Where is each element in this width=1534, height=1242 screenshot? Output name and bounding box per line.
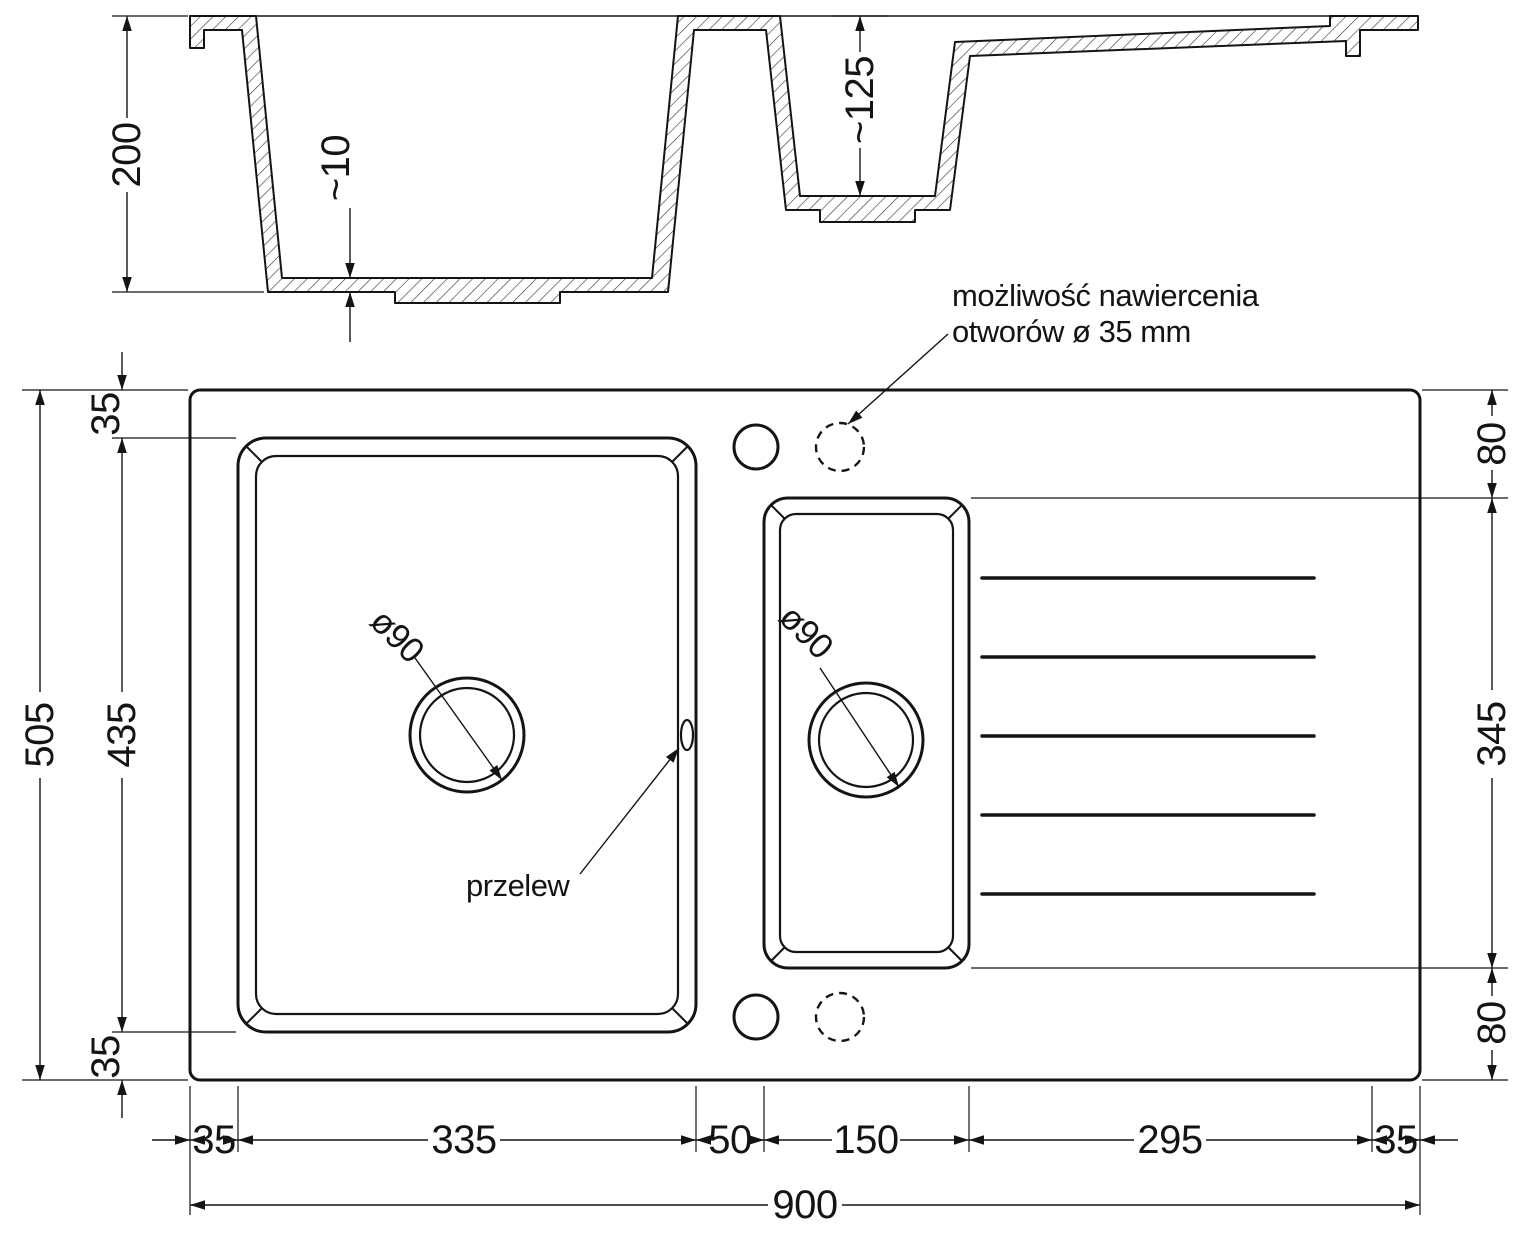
overflow-label: przelew — [466, 868, 570, 903]
main-bowl-outer-rim — [236, 436, 698, 1034]
optional-tap-hole-bottom — [814, 991, 866, 1043]
plan-dimensions-right: 80 345 80 — [971, 389, 1514, 1081]
dim-small-bowl-depth-label: ~125 — [838, 56, 882, 144]
dim-main-bowl-label: 335 — [431, 1118, 496, 1162]
small-bowl-outer-rim — [762, 496, 971, 970]
arrowhead — [1487, 498, 1497, 513]
tap-holes — [732, 421, 866, 1043]
arrowhead — [1487, 1065, 1497, 1080]
small-drain-outer — [807, 681, 925, 799]
tap-hole-bottom — [732, 993, 780, 1041]
arrowhead — [117, 375, 127, 390]
dim-total-height-label: 505 — [18, 702, 62, 767]
dim-bowl-length-label: 435 — [100, 702, 144, 767]
corner-tick — [671, 445, 689, 463]
dim-divider-label: 50 — [708, 1118, 752, 1162]
main-bowl-inner-edge — [254, 454, 680, 1016]
dim-small-bowl-label: 150 — [833, 1118, 898, 1162]
small-bowl-inner-edge — [778, 512, 955, 954]
arrowhead — [1487, 953, 1497, 968]
corner-tick — [947, 946, 963, 962]
small-drain-diameter: ø90 — [771, 597, 903, 790]
arrowhead — [117, 438, 127, 453]
small-bowl — [762, 496, 971, 970]
dim-overall-depth-label: 200 — [105, 122, 149, 187]
dim-left-margin-label: 35 — [192, 1118, 236, 1162]
arrowhead — [681, 1135, 696, 1145]
arrowhead — [190, 1200, 205, 1210]
drainer-grooves — [980, 576, 1316, 896]
plan-dimensions-left: 505 35 435 35 — [18, 352, 236, 1118]
cross-section-view — [189, 15, 1419, 304]
section-dimensions: 200 ~10 ~125 — [105, 15, 888, 342]
drill-note-leader — [847, 333, 949, 425]
drill-note-line2: otworów ø 35 mm — [952, 314, 1191, 349]
dim-top-margin-label: 35 — [84, 392, 128, 436]
arrowhead — [1405, 1200, 1420, 1210]
dim-top-offset-label: 80 — [1470, 422, 1514, 466]
overflow-slot — [679, 718, 695, 752]
corner-tick — [770, 946, 786, 962]
arrowhead — [122, 16, 132, 31]
arrowhead — [35, 390, 45, 405]
arrowhead — [122, 277, 132, 292]
main-drain-outer — [408, 676, 526, 794]
plan-dimensions-bottom: 35 335 50 150 295 35 900 — [152, 1086, 1458, 1227]
arrowhead — [345, 292, 355, 307]
dim-bottom-margin-label: 35 — [84, 1035, 128, 1079]
tap-hole-top — [732, 423, 780, 471]
dim-small-bowl-depth: ~125 — [832, 15, 888, 196]
arrowhead — [117, 1017, 127, 1032]
corner-tick — [245, 445, 263, 463]
dim-total-width-label: 900 — [772, 1183, 837, 1227]
arrowhead — [238, 1135, 253, 1145]
arrowhead — [175, 1135, 190, 1145]
sink-outline — [188, 388, 1422, 1082]
arrowhead — [117, 1080, 127, 1095]
arrowhead — [969, 1135, 984, 1145]
optional-tap-hole-top — [814, 421, 866, 473]
dim-overall-depth: 200 — [105, 15, 264, 293]
dim-drainer-label: 295 — [1137, 1118, 1202, 1162]
overflow-leader — [579, 747, 680, 875]
diameter-leader — [819, 667, 900, 788]
arrowhead — [855, 181, 865, 196]
small-drain-inner — [817, 691, 915, 789]
arrowhead — [855, 16, 865, 31]
arrowhead — [345, 263, 355, 278]
arrowhead — [1487, 968, 1497, 983]
arrowhead — [35, 1065, 45, 1080]
corner-tick — [671, 1007, 689, 1025]
drill-note-line1: możliwość nawiercenia — [952, 278, 1260, 313]
dim-bottom-thickness-label: ~10 — [314, 135, 358, 201]
arrowhead — [764, 1135, 779, 1145]
corner-tick — [947, 504, 963, 520]
arrowhead — [954, 1135, 969, 1145]
main-drain-diameter-label: ø90 — [362, 601, 431, 670]
annotations: możliwość nawiercenia otworów ø 35 mm pr… — [362, 278, 1260, 903]
corner-tick — [770, 504, 786, 520]
plan-view — [188, 388, 1422, 1082]
arrowhead — [1487, 390, 1497, 405]
dim-bottom-offset-label: 80 — [1470, 1001, 1514, 1045]
arrowhead — [1420, 1135, 1435, 1145]
main-bowl — [236, 436, 698, 1034]
dim-bottom-thickness: ~10 — [314, 135, 358, 342]
corner-tick — [245, 1007, 263, 1025]
dim-bowl-span-label: 345 — [1470, 701, 1514, 766]
main-drain-inner — [418, 686, 516, 784]
dim-right-margin-label: 35 — [1374, 1118, 1418, 1162]
arrowhead — [1487, 483, 1497, 498]
arrowhead — [1357, 1135, 1372, 1145]
diameter-leader — [414, 657, 503, 781]
arrowhead — [665, 745, 683, 763]
section-material-profile — [189, 15, 1419, 304]
small-drain-diameter-label: ø90 — [771, 597, 840, 666]
